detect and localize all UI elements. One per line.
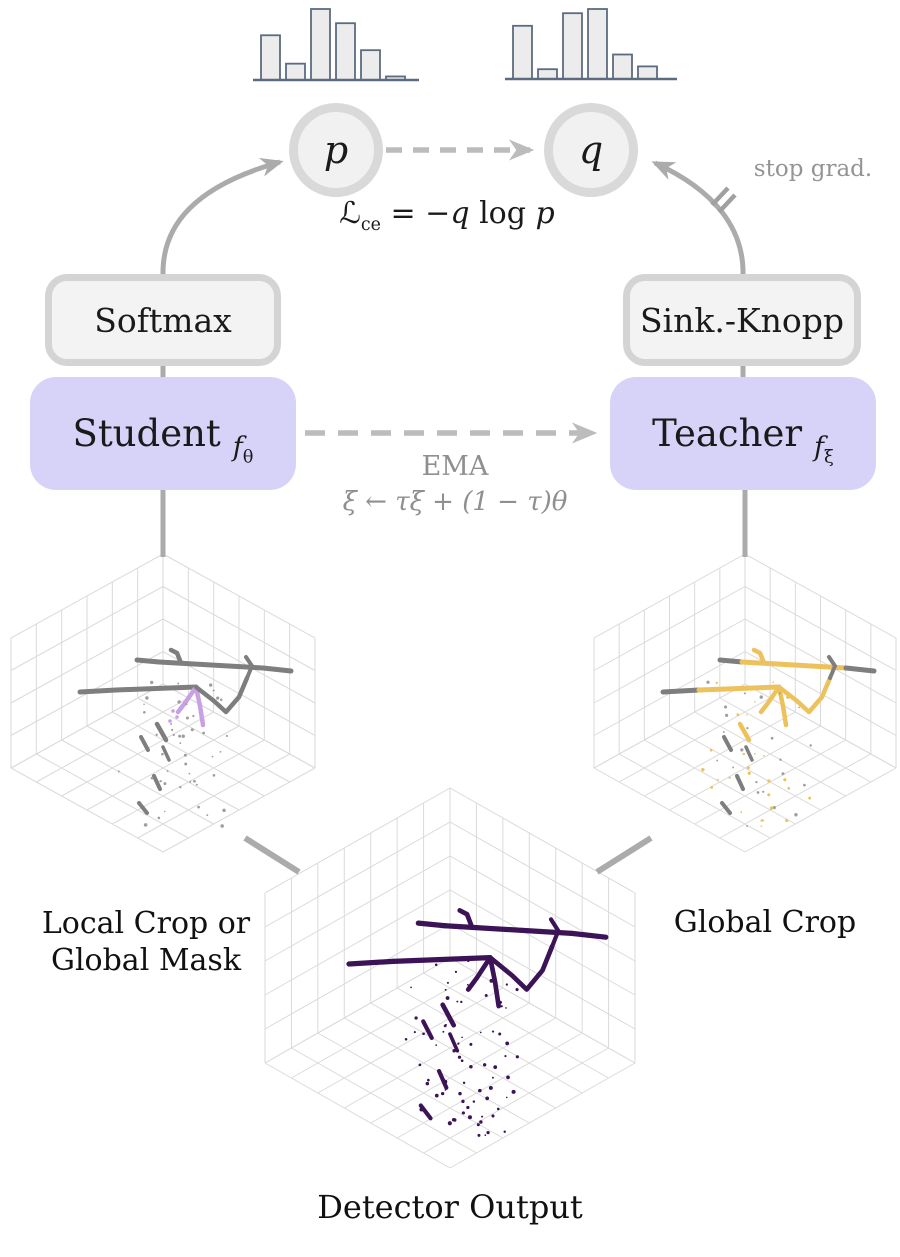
stop-grad-label: stop grad. <box>753 156 873 182</box>
detector-output-label: Detector Output <box>317 1188 583 1226</box>
teacher-network-box: Teacher fξ <box>610 377 876 490</box>
p-histogram <box>253 8 419 82</box>
local-crop-label: Local Crop or Global Mask <box>41 906 251 978</box>
softmax-box: Softmax <box>45 274 281 366</box>
loss-p: p <box>535 196 555 231</box>
loss-log: log <box>469 196 536 231</box>
teacher-params-symbol: fξ <box>814 431 834 468</box>
sinkhorn-to-q-stopgrad-arrow <box>651 160 746 276</box>
cross-entropy-loss-formula: ℒce = −q log p <box>297 196 597 235</box>
p-label: p <box>323 128 349 172</box>
softmax-to-p-arrow <box>160 157 284 276</box>
q-label: q <box>578 128 604 172</box>
q-distribution-node: q <box>544 103 638 197</box>
ema-update-formula: ξ ← τξ + (1 − τ)θ <box>342 487 568 517</box>
connector-line <box>717 193 737 214</box>
loss-script-l: ℒ <box>339 196 361 231</box>
student-network-box: Student fθ <box>30 377 296 490</box>
student-label: Student <box>72 412 221 455</box>
loss-equals: = − <box>380 196 451 231</box>
student-params-symbol: fθ <box>232 431 254 468</box>
connector-line <box>595 835 653 875</box>
loss-subscript: ce <box>360 215 381 235</box>
global-crop-label: Global Crop <box>673 905 857 940</box>
loss-q: q <box>450 196 470 231</box>
connector-line <box>710 186 730 207</box>
detector-output-plot <box>264 787 636 1169</box>
p-distribution-node: p <box>289 103 383 197</box>
global-crop-plot <box>593 553 897 853</box>
teacher-label: Teacher <box>652 412 803 455</box>
softmax-label: Softmax <box>94 300 232 340</box>
connector-line <box>243 835 301 875</box>
sinkhorn-label: Sink.-Knopp <box>639 300 845 340</box>
ema-label: EMA <box>421 451 489 482</box>
sinkhorn-knopp-box: Sink.-Knopp <box>623 274 861 366</box>
q-histogram <box>505 8 677 81</box>
local-crop-plot <box>10 553 316 853</box>
